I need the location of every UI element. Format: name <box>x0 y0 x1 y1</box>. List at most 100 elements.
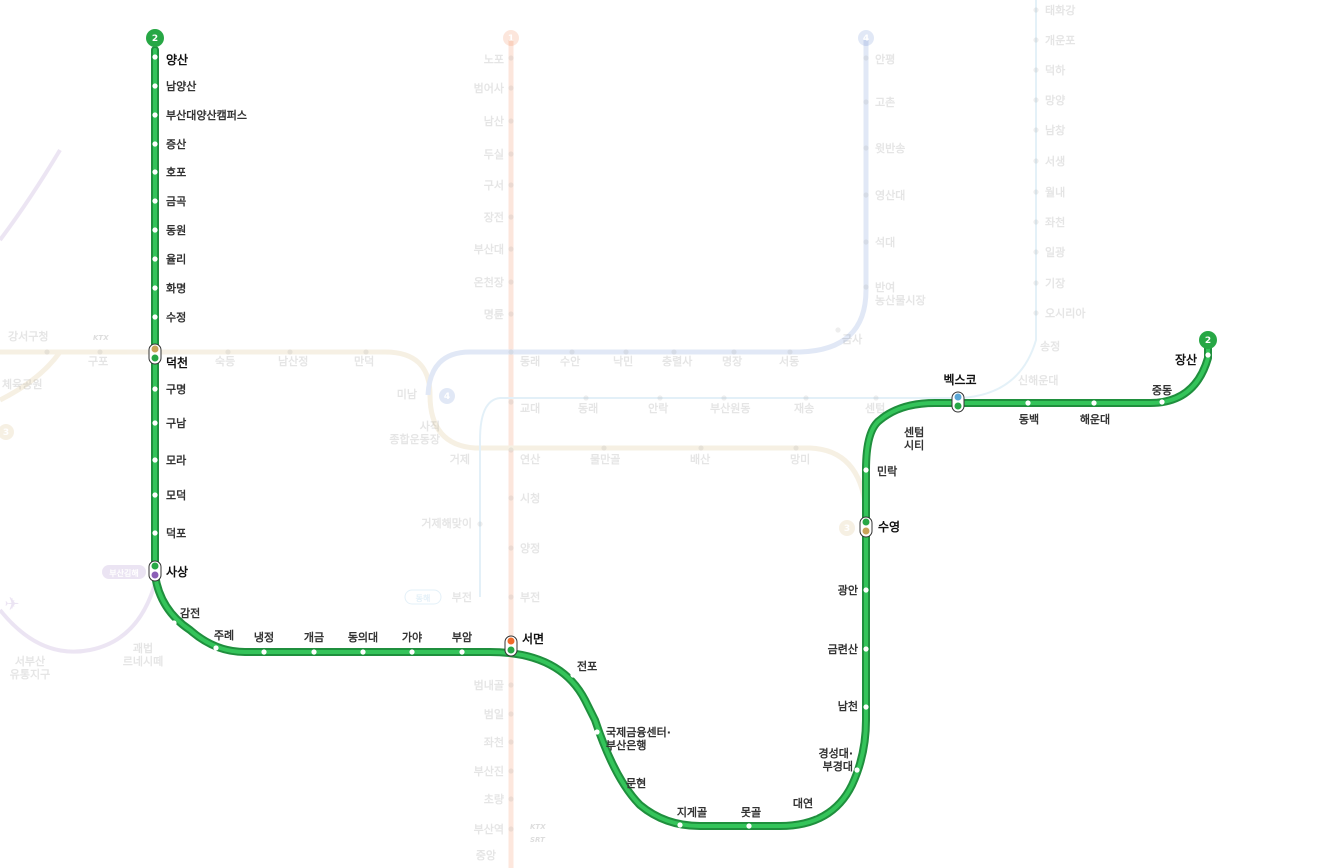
line2-station-dot[interactable] <box>311 649 317 655</box>
station-naengjeong[interactable]: 냉정 <box>254 630 274 644</box>
line2-station-dot[interactable] <box>863 587 869 593</box>
station-label-jwacheon: 좌천 <box>484 735 504 749</box>
station-yulli[interactable]: 율리 <box>166 252 186 266</box>
transfer-seomyeon[interactable] <box>504 635 518 657</box>
station-gwangan[interactable]: 광안 <box>838 583 858 597</box>
line2-station-dot[interactable] <box>152 285 158 291</box>
line2-station-dot[interactable] <box>152 457 158 463</box>
donghae-dot-icon <box>954 393 962 401</box>
station-millak[interactable]: 민락 <box>877 464 897 478</box>
line2-dot-icon <box>151 354 159 362</box>
station-mora[interactable]: 모라 <box>166 453 187 467</box>
line2-station-dot[interactable] <box>854 767 860 773</box>
station-yangsan[interactable]: 양산 <box>166 52 188 67</box>
line2-station-dot[interactable] <box>409 649 415 655</box>
station-kyungsung[interactable]: 경성대·부경대 <box>818 746 853 773</box>
line2-station-dot[interactable] <box>152 227 158 233</box>
line3-dot-icon <box>862 527 870 535</box>
line2-station-dot[interactable] <box>152 420 158 426</box>
station-gaegeum[interactable]: 개금 <box>304 630 324 644</box>
station-jungdong[interactable]: 중동 <box>1152 384 1172 397</box>
transfer-deokcheon[interactable] <box>148 343 162 365</box>
station-deokpo[interactable]: 덕포 <box>166 526 186 540</box>
station-daeyeon[interactable]: 대연 <box>793 796 813 810</box>
line2-station-dot[interactable] <box>152 141 158 147</box>
station-buam[interactable]: 부암 <box>452 631 472 644</box>
line2-station-dot[interactable] <box>152 386 158 392</box>
background-station-dot <box>225 349 231 355</box>
station-suyeong[interactable]: 수영 <box>878 519 900 534</box>
line2-station-dot[interactable] <box>360 649 366 655</box>
station-sasang[interactable]: 사상 <box>166 564 188 579</box>
station-munhyeon[interactable]: 문현 <box>626 776 646 790</box>
line2-station-dot[interactable] <box>152 83 158 89</box>
station-haeundae[interactable]: 해운대 <box>1080 412 1110 426</box>
background-station-dot <box>508 682 514 688</box>
station-label-yangjeong: 양정 <box>520 541 540 555</box>
line2-station-dot[interactable] <box>152 198 158 204</box>
line2-station-dot[interactable] <box>261 649 267 655</box>
station-gamjeon[interactable]: 감전 <box>180 606 200 620</box>
line2-station-dot[interactable] <box>152 492 158 498</box>
line2-station-dot[interactable] <box>1205 352 1211 358</box>
transfer-sasang[interactable] <box>148 560 162 582</box>
line2-station-dot[interactable] <box>863 704 869 710</box>
line2-station-dot[interactable] <box>459 649 465 655</box>
station-sujeong[interactable]: 수정 <box>166 310 186 324</box>
line2-station-dot[interactable] <box>152 112 158 118</box>
station-gumyeong[interactable]: 구명 <box>166 382 186 396</box>
transfer-suyeong[interactable] <box>859 516 873 538</box>
transfer-bexco[interactable] <box>951 391 965 413</box>
line2-station-dot[interactable] <box>896 418 902 424</box>
station-jangsan[interactable]: 장산 <box>1175 352 1197 367</box>
line2-station-dot[interactable] <box>570 672 576 678</box>
station-jeonpo[interactable]: 전포 <box>577 659 597 673</box>
station-namcheon[interactable]: 남천 <box>838 699 858 713</box>
line2-station-dot[interactable] <box>213 645 219 651</box>
station-modeok[interactable]: 모덕 <box>166 488 186 502</box>
line2-station-dot[interactable] <box>152 54 158 60</box>
station-pnu-yangsan[interactable]: 부산대양산캠퍼스 <box>166 108 247 122</box>
station-hopo[interactable]: 호포 <box>166 165 186 179</box>
line2-station-dot[interactable] <box>677 822 683 828</box>
line2-station-dot[interactable] <box>1091 400 1097 406</box>
line2-station-dot[interactable] <box>152 314 158 320</box>
station-gaya[interactable]: 가야 <box>402 630 422 644</box>
station-hwamyeong[interactable]: 화명 <box>166 281 186 295</box>
station-bexco[interactable]: 벡스코 <box>943 372 976 387</box>
gimhae-dot-icon <box>151 571 159 579</box>
station-dongwon[interactable]: 동원 <box>166 223 186 237</box>
line2-station-dot[interactable] <box>152 530 158 536</box>
station-dongeui[interactable]: 동의대 <box>348 630 378 644</box>
station-jurye[interactable]: 주례 <box>214 628 234 642</box>
background-station-dot <box>508 399 514 405</box>
station-jeungsan[interactable]: 증산 <box>166 137 186 151</box>
line2-station-dot[interactable] <box>863 467 869 473</box>
line2-station-dot[interactable] <box>1025 400 1031 406</box>
line2-station-dot[interactable] <box>812 810 818 816</box>
line2-station-dot[interactable] <box>171 620 177 626</box>
line2-station-dot[interactable] <box>617 789 623 795</box>
background-station-dot <box>601 445 607 451</box>
station-geumnyeonsan[interactable]: 금련산 <box>828 642 858 656</box>
station-geumgok[interactable]: 금곡 <box>166 195 186 208</box>
line4-badge-label: 4 <box>863 34 869 44</box>
line2-station-dot[interactable] <box>152 256 158 262</box>
station-namyangsan[interactable]: 남양산 <box>166 79 196 93</box>
station-seomyeon[interactable]: 서면 <box>522 631 544 646</box>
line2-station-dot[interactable] <box>152 169 158 175</box>
station-motgol[interactable]: 못골 <box>741 806 761 819</box>
line2-station-dot[interactable] <box>594 729 600 735</box>
line2-station-dot[interactable] <box>1159 399 1165 405</box>
station-deokcheon[interactable]: 덕천 <box>166 355 188 370</box>
station-bifc[interactable]: 국제금융센터·부산은행 <box>606 725 671 752</box>
station-gunam[interactable]: 구남 <box>166 417 186 430</box>
station-dongbaek[interactable]: 동백 <box>1019 412 1039 426</box>
background-station-dot <box>1033 7 1039 13</box>
line2-station-dot[interactable] <box>863 646 869 652</box>
line2-station-dot[interactable] <box>746 823 752 829</box>
station-jigegol[interactable]: 지게골 <box>677 805 707 819</box>
